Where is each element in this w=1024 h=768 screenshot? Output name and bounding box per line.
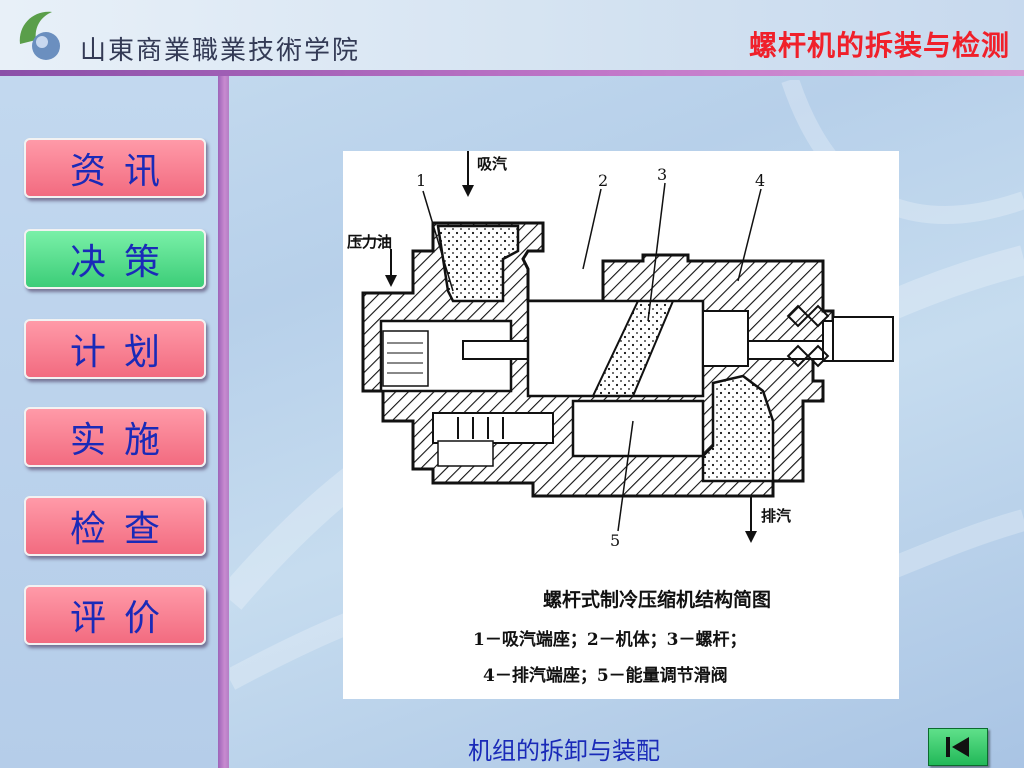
pressure-oil-label: 压力油 [347,233,393,251]
callout-2: 2 [598,171,609,190]
nav-button-evaluate[interactable]: 评价 [24,585,206,645]
nav-button-info[interactable]: 资讯 [24,138,206,198]
nav-label: 决策 [69,242,178,283]
callout-5: 5 [610,531,621,550]
caption-line-1: 1－吸汽端座；2－机体；3－螺杆； [473,630,747,650]
nav-label: 评价 [69,598,178,639]
nav-label: 检查 [69,509,178,550]
nav-label: 计划 [69,332,178,373]
header-divider [0,70,1024,76]
skip-back-icon [946,737,969,757]
nav-button-decision[interactable]: 决策 [24,229,206,289]
page-title: 螺杆机的拆装与检测 [748,29,1010,62]
footer-section-title: 机组的拆卸与装配 [468,737,660,765]
caption-line-2: 4－排汽端座；5－能量调节滑阀 [483,666,728,686]
header-bar: 山東商業職業技術学院 螺杆机的拆装与检测 [0,0,1024,70]
nav-button-plan[interactable]: 计划 [24,319,206,379]
compressor-drawing [353,151,894,543]
school-logo-icon [19,11,60,60]
callout-3: 3 [657,165,668,184]
caption-title: 螺杆式制冷压缩机结构简图 [543,589,772,611]
callout-4: 4 [755,171,766,190]
compressor-diagram: 1 2 3 4 5 吸汽 压力油 排汽 螺杆式制冷压缩机结构简图 1－吸汽端座；… [343,151,899,699]
nav-label: 资讯 [69,151,178,192]
school-name: 山東商業職業技術学院 [80,36,361,66]
nav-label: 实施 [69,420,178,461]
back-button[interactable] [928,728,988,766]
discharge-label: 排汽 [761,507,792,525]
suction-label: 吸汽 [477,155,508,173]
callout-1: 1 [416,171,427,190]
sidebar-divider [218,76,229,768]
nav-button-implement[interactable]: 实施 [24,407,206,467]
nav-button-check[interactable]: 检查 [24,496,206,556]
